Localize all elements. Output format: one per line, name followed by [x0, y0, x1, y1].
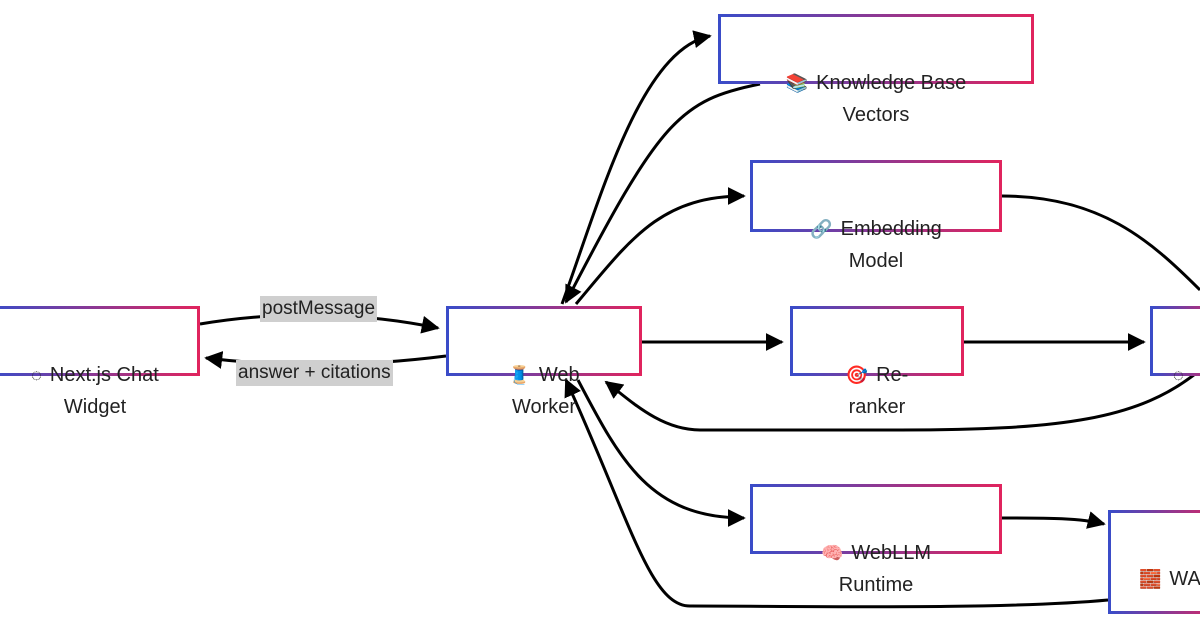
- node-embedding-model-label: Embedding Model: [840, 218, 942, 272]
- node-web-worker[interactable]: 🧵Web Worker: [446, 306, 642, 418]
- node-reranker[interactable]: 🎯Re- ranker: [790, 306, 964, 418]
- edge-worker-to-embedding: [574, 187, 746, 305]
- edge-worker-to-kb: [560, 30, 712, 305]
- node-chat-widget[interactable]: ◌ Next.js Chat Widget: [0, 306, 200, 418]
- target-icon: 🎯: [845, 365, 869, 385]
- node-reranker-label: Re- ranker: [848, 364, 909, 418]
- edge-kb-to-worker: [564, 82, 761, 304]
- node-knowledge-base-label: Knowledge Base Vectors: [816, 72, 967, 126]
- edge-wa-to-worker: [564, 378, 1109, 609]
- bricks-icon: 🧱: [1139, 569, 1162, 589]
- edge-embedding-to-right: [1001, 194, 1200, 292]
- node-wa-partial[interactable]: 🧱 WA: [1108, 510, 1200, 614]
- edge-right-to-worker: [604, 368, 1200, 432]
- edge-label-answer-citations: answer + citations: [236, 360, 393, 386]
- node-web-worker-label: Web Worker: [511, 364, 580, 418]
- node-knowledge-base[interactable]: 📚 Knowledge Base Vectors: [718, 14, 1034, 126]
- node-webllm-runtime[interactable]: 🧠WebLLM Runtime: [750, 484, 1002, 596]
- node-wa-partial-label: WA: [1169, 568, 1200, 590]
- node-chat-widget-label: Next.js Chat Widget: [49, 364, 159, 418]
- smile-icon: ◌: [1173, 365, 1184, 385]
- link-icon: 🔗: [810, 219, 833, 239]
- node-embedding-model[interactable]: 🔗 Embedding Model: [750, 160, 1002, 272]
- smile-icon: ◌: [31, 365, 42, 385]
- edge-webllm-to-wa: [1001, 511, 1106, 529]
- edge-label-post-message: postMessage: [260, 296, 378, 322]
- node-right-partial[interactable]: ◌: [1150, 306, 1200, 385]
- books-icon: 📚: [785, 73, 809, 93]
- edge-worker-to-webllm: [576, 379, 746, 527]
- brain-icon: 🧠: [820, 543, 844, 563]
- thread-icon: 🧵: [508, 365, 531, 385]
- node-webllm-runtime-label: WebLLM Runtime: [838, 542, 932, 596]
